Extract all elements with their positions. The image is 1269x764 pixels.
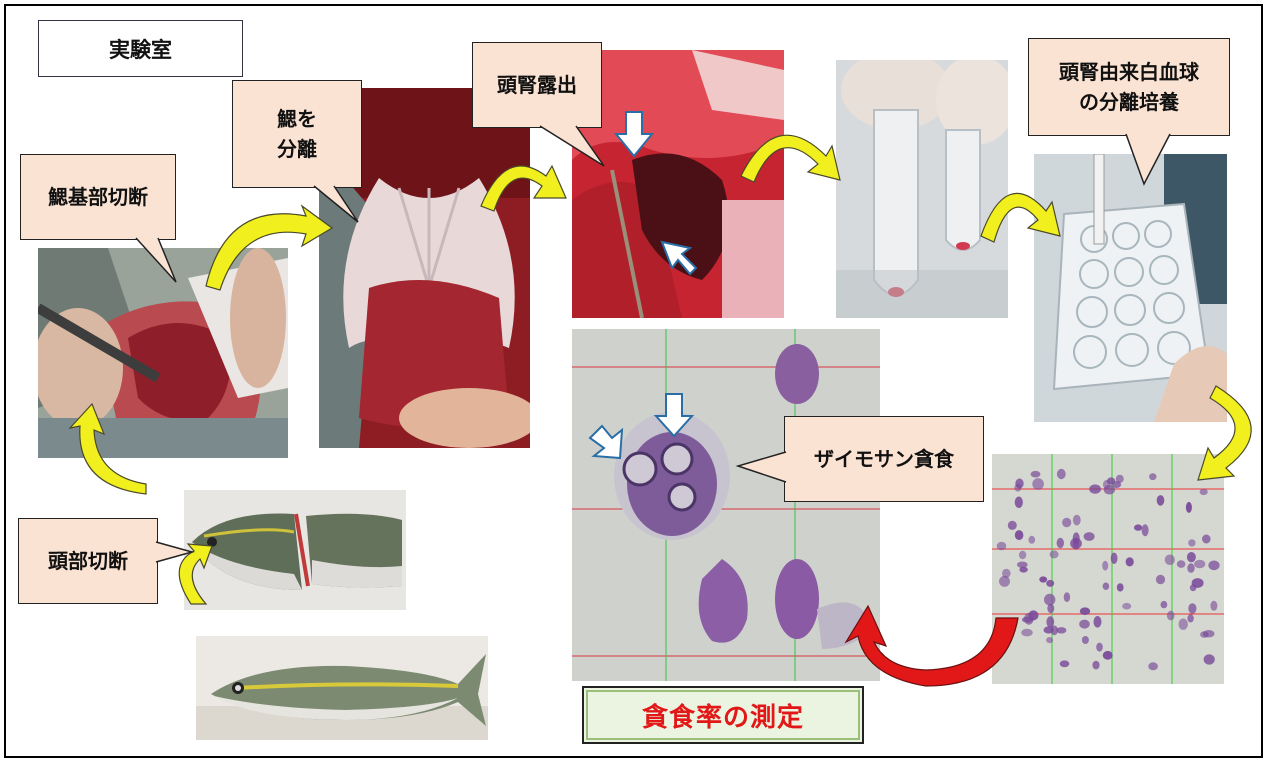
cell-dot (1122, 603, 1131, 610)
callout-zymosan-text: ザイモサン貪食 (814, 444, 954, 474)
cell-dot (1103, 651, 1113, 660)
culture-plate-photo (1034, 154, 1227, 422)
callout-head-kidney-text: 頭腎露出 (497, 70, 577, 100)
callout-gill-separate: 鰓を 分離 (232, 80, 362, 188)
cell-dot (1064, 592, 1070, 602)
centrifuge-tubes-photo (836, 60, 1008, 318)
callout-tail (1126, 134, 1176, 190)
cell-dot (1024, 613, 1034, 625)
callout-zymosan: ザイモサン貪食 (784, 416, 984, 502)
cell-dot (1142, 524, 1149, 536)
cell-slide-photo (992, 454, 1224, 684)
cell-dot (1089, 484, 1101, 493)
cell-dot (1177, 560, 1186, 568)
diagram-frame: 実験室 (4, 4, 1263, 758)
callout-head-cut-text: 頭部切断 (48, 546, 128, 576)
cell-dot (1039, 576, 1047, 582)
cell-dot (1165, 555, 1175, 566)
cell-dot (1187, 614, 1193, 622)
whole-fish-photo (196, 636, 488, 740)
cell-dot (1126, 557, 1134, 566)
cell-dot (1044, 594, 1055, 606)
cell-dot (1187, 563, 1194, 573)
cell-dot (1084, 532, 1095, 541)
callout-tail (738, 452, 788, 492)
cell-dot (1112, 481, 1121, 488)
cell-dot (1161, 601, 1168, 608)
callout-leukocyte-culture-text: 頭腎由来白血球 の分離培養 (1059, 57, 1199, 117)
callout-gill-base-cut: 鰓基部切断 (20, 154, 176, 240)
cell-dot (1057, 538, 1064, 548)
cell-dot (1202, 535, 1211, 544)
cell-dot (1186, 502, 1192, 513)
callout-tail (314, 186, 364, 226)
callout-tail (132, 238, 182, 288)
cell-dot (1046, 637, 1053, 643)
callout-tail (540, 126, 610, 172)
cell-dot (1073, 515, 1081, 526)
cell-dot (1194, 560, 1205, 569)
cell-dot (1096, 643, 1103, 652)
cell-dot (1156, 575, 1165, 585)
cell-dot (1032, 478, 1044, 490)
callout-leukocyte-culture: 頭腎由来白血球 の分離培養 (1028, 38, 1230, 136)
cell-dot (1082, 636, 1089, 644)
cell-dot (1029, 536, 1036, 544)
cell-dot (1002, 569, 1011, 578)
cell-dot (1187, 552, 1196, 562)
cell-dot (1050, 550, 1059, 558)
cell-dot (1014, 484, 1021, 492)
macrophage-micrograph-photo (572, 329, 880, 681)
cell-dot (1111, 553, 1118, 564)
callout-tail (156, 536, 196, 576)
cell-dot (1009, 618, 1018, 627)
cell-dot (1019, 551, 1026, 559)
cell-dot (1044, 626, 1054, 633)
cell-dot (1210, 601, 1217, 611)
callout-gill-separate-text: 鰓を 分離 (277, 104, 317, 164)
head-kidney-photo (572, 50, 784, 318)
cell-dot (1031, 471, 1041, 478)
cell-dot (1157, 495, 1165, 506)
cell-dot (1060, 660, 1070, 667)
cell-dot (1015, 497, 1023, 509)
callout-head-kidney: 頭腎露出 (472, 42, 602, 128)
head-cut-fish-photo (184, 490, 406, 610)
cell-dot (1070, 538, 1082, 549)
cell-dot (1080, 607, 1090, 615)
cell-dot (1008, 521, 1017, 530)
cell-dot (1188, 603, 1196, 613)
cell-dot (1015, 530, 1024, 540)
cell-dot (1103, 583, 1110, 590)
cell-dot (1149, 473, 1156, 480)
cell-dot (1148, 662, 1158, 670)
cell-dot (1204, 654, 1215, 664)
cell-dot (1188, 539, 1195, 546)
cell-dot (1200, 489, 1208, 495)
callout-gill-base-cut-text: 鰓基部切断 (48, 182, 148, 212)
cell-dot (1062, 518, 1071, 527)
cell-dot (1046, 580, 1054, 587)
cell-dot (1057, 469, 1066, 479)
cell-dot (1179, 619, 1188, 630)
cell-dot (1117, 583, 1124, 591)
cell-dot (1167, 611, 1175, 621)
cell-dot (1079, 620, 1090, 629)
cell-dot (1190, 584, 1197, 591)
cell-dot (997, 542, 1007, 551)
cell-dot (1017, 562, 1028, 568)
cell-dot (1203, 630, 1215, 637)
lab-label: 実験室 (38, 20, 243, 77)
cell-dot (1208, 561, 1219, 571)
cell-dot (1134, 524, 1142, 530)
cell-dot (1102, 561, 1108, 571)
cell-dot (1092, 661, 1099, 670)
phagocytosis-measurement-label: 貪食率の測定 (582, 686, 864, 744)
callout-head-cut: 頭部切断 (18, 518, 158, 604)
cell-dot (1094, 616, 1102, 628)
cell-dot (1021, 629, 1032, 637)
